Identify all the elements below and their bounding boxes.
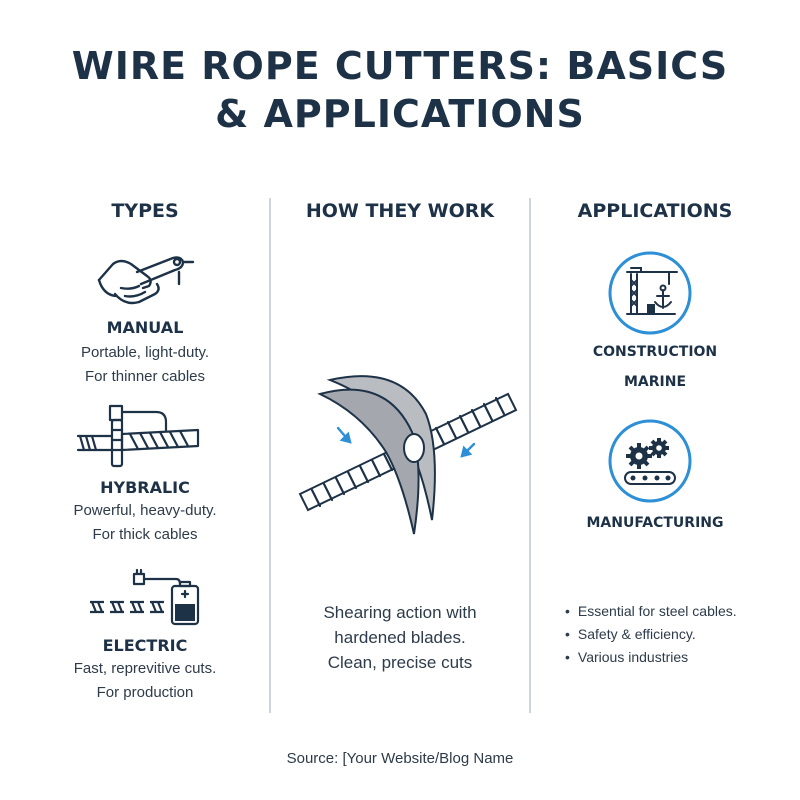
column-divider-right: [529, 198, 531, 713]
bullet-item: Essential for steel cables.: [565, 600, 737, 623]
type-desc-hydraulic: Powerful, heavy-duty. For thick cables: [40, 499, 250, 547]
type-name-electric: ELECTRIC: [102, 636, 188, 655]
gears-conveyor-icon: [607, 418, 693, 509]
types-heading: TYPES: [111, 200, 179, 222]
app-label-manufacturing: MANUFACTURING: [586, 515, 724, 531]
crane-anchor-icon: [607, 250, 693, 341]
type-desc-electric: Fast, reprevitive cuts. For production: [40, 657, 250, 705]
title-line-1: WIRE ROPE CUTTERS: BASICS: [71, 44, 729, 88]
type-desc-electric-line1: Fast, reprevitive cuts.: [73, 660, 217, 677]
blade-shearing-icon: [290, 370, 520, 555]
hand-cutter-icon: [95, 250, 195, 317]
how-desc-line3: Clean, precise cuts: [327, 653, 473, 672]
battery-cutter-icon: [80, 568, 205, 633]
hydraulic-cutter-icon: [72, 400, 202, 477]
type-desc-manual-line2: For thinner cables: [84, 368, 206, 385]
bullet-item: Safety & efficiency.: [565, 623, 737, 646]
app-label-marine: MARINE: [623, 374, 687, 390]
bullet-item: Various industries: [565, 646, 737, 669]
applications-heading: APPLICATIONS: [577, 200, 733, 222]
applications-bullet-list: Essential for steel cables. Safety & eff…: [565, 600, 737, 669]
source-credit: Source: [Your Website/Blog Name: [286, 750, 514, 767]
type-desc-hydraulic-line2: For thick cables: [92, 526, 198, 543]
app-label-construction: CONSTRUCTION: [592, 344, 718, 360]
type-name-manual: MANUAL: [106, 318, 184, 337]
how-desc-line1: Shearing action with: [323, 603, 477, 622]
how-desc-line2: hardened blades.: [334, 628, 466, 647]
type-desc-hydraulic-line1: Powerful, heavy-duty.: [73, 502, 217, 519]
type-desc-manual: Portable, light-duty. For thinner cables: [40, 341, 250, 389]
type-name-hydraulic: HYBRALIC: [100, 478, 190, 497]
type-desc-manual-line1: Portable, light-duty.: [80, 344, 210, 361]
column-divider-left: [269, 198, 271, 713]
how-description: Shearing action with hardened blades. Cl…: [290, 600, 510, 675]
type-desc-electric-line2: For production: [96, 684, 194, 701]
how-heading: HOW THEY WORK: [305, 200, 495, 222]
title-line-2: & APPLICATIONS: [215, 92, 585, 136]
page-title: WIRE ROPE CUTTERS: BASICS & APPLICATIONS: [0, 42, 800, 138]
